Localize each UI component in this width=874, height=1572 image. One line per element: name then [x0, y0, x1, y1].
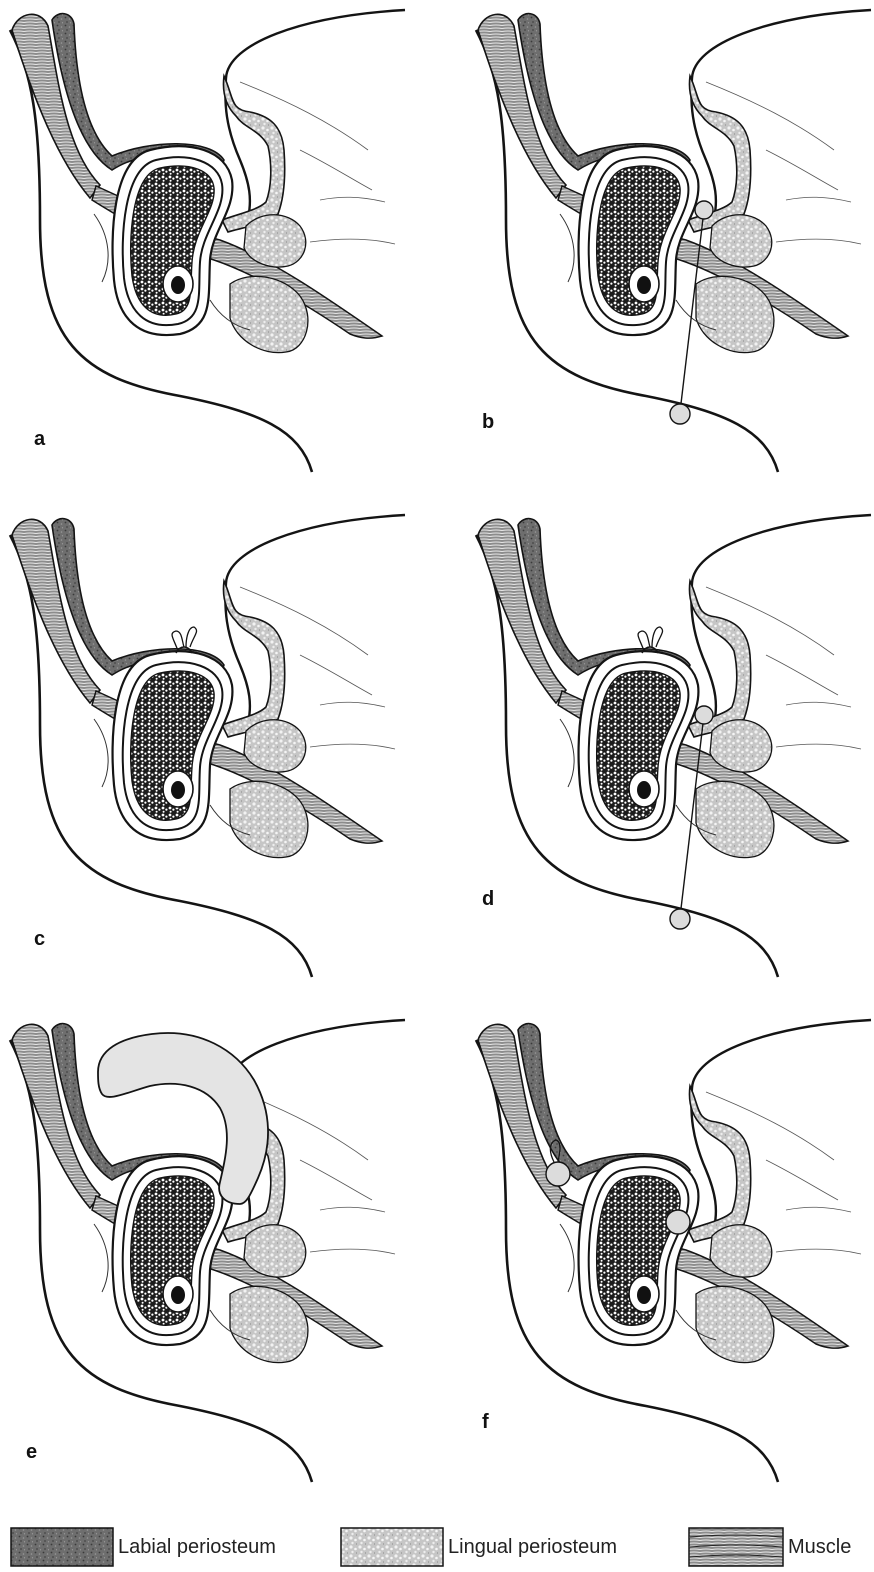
panel-label-d: d — [482, 888, 494, 910]
figure-canvas: a b c d e f — [0, 0, 874, 1520]
panel-b: b — [476, 10, 871, 472]
legend-item-muscle: Muscle — [688, 1524, 851, 1570]
legend-item-lingual-periosteum: Lingual periosteum — [340, 1524, 617, 1570]
panel-label-e: e — [26, 1441, 37, 1463]
panel-label-f: f — [482, 1411, 489, 1433]
panel-e: e — [10, 1020, 405, 1482]
panel-c: c — [10, 515, 405, 977]
legend-label: Labial periosteum — [118, 1536, 276, 1559]
panel-label-a: a — [34, 428, 46, 450]
panel-d: d — [476, 515, 871, 977]
panel-a: a — [10, 10, 405, 472]
muscle-swatch-icon — [688, 1527, 784, 1567]
labial-periosteum-swatch-icon — [10, 1527, 114, 1567]
legend-item-labial-periosteum: Labial periosteum — [10, 1524, 276, 1570]
legend-label: Lingual periosteum — [448, 1536, 617, 1559]
legend-label: Muscle — [788, 1536, 851, 1559]
panel-f: f — [476, 1020, 871, 1482]
panel-label-b: b — [482, 411, 494, 433]
lingual-bolster — [666, 1210, 690, 1234]
legend: Labial periosteum Lingual periosteum Mus… — [0, 1522, 874, 1570]
panel-label-c: c — [34, 928, 45, 950]
lingual-periosteum-swatch-icon — [340, 1527, 444, 1567]
